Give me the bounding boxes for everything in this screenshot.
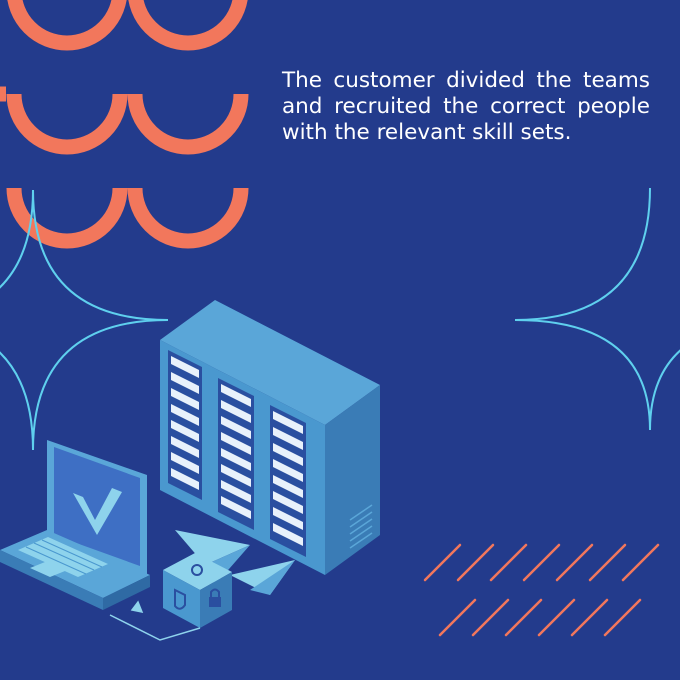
server-column xyxy=(218,378,254,530)
security-cube-icon xyxy=(163,553,232,628)
cyan-star-outline xyxy=(0,187,680,451)
server-rack-illustration xyxy=(160,300,380,575)
touchpad xyxy=(30,560,70,577)
laptop-checkmark-illustration xyxy=(0,440,150,610)
server-column xyxy=(168,350,202,500)
orange-stripe-pattern xyxy=(423,543,660,637)
connector-lines xyxy=(109,600,201,641)
slide-caption: The customer divided the teams and recru… xyxy=(282,68,650,145)
server-column xyxy=(270,405,306,557)
orange-arch-motif xyxy=(0,0,249,249)
checkmark-icon xyxy=(73,488,122,535)
